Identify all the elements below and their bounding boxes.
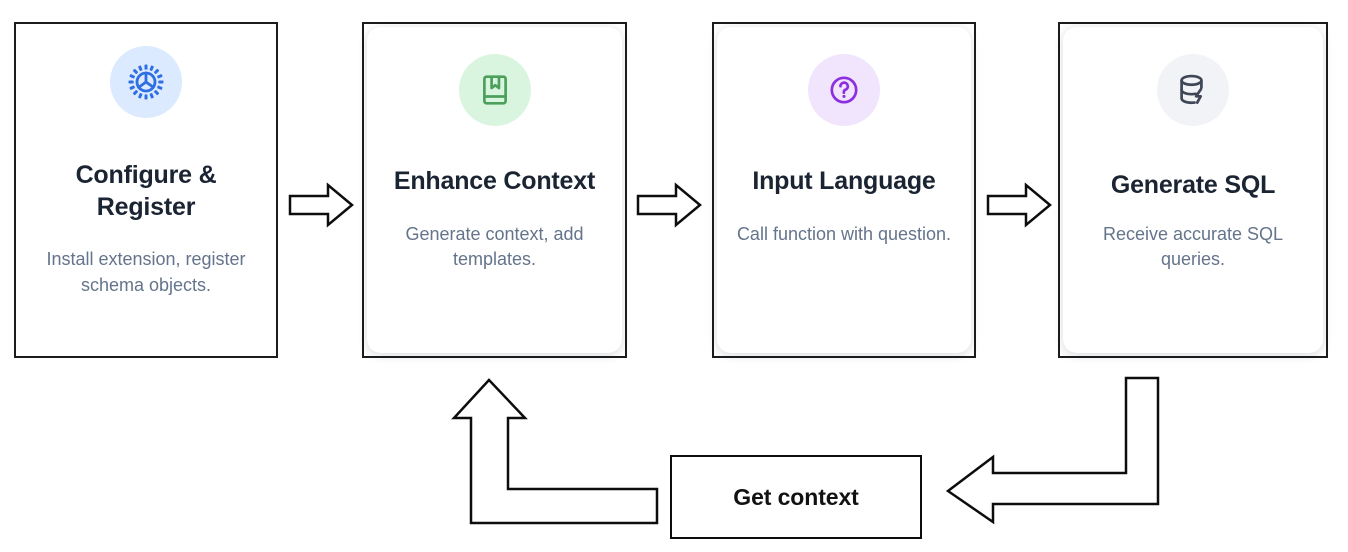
step-description-generate-sql: Receive accurate SQL queries.	[1102, 223, 1284, 270]
get-context-label: Get context	[733, 483, 859, 510]
arrow-getcontext-to-step2	[451, 378, 659, 525]
database-bolt-icon	[1180, 74, 1203, 105]
arrow-step1-step2	[288, 182, 354, 228]
gear-icon-badge	[110, 46, 182, 118]
question-circle-icon	[830, 76, 858, 104]
arrow-step4-to-getcontext	[945, 376, 1160, 525]
database-icon-badge	[1157, 54, 1229, 126]
step-title-enhance-context: Enhance Context	[393, 167, 596, 195]
get-context-box[interactable]: Get context	[670, 455, 922, 539]
step-title-configure-register: Configure & Register	[75, 161, 217, 221]
step-description-enhance-context: Generate context, add templates.	[405, 223, 584, 270]
book-bookmark-icon	[482, 75, 507, 105]
question-icon-badge	[808, 54, 880, 126]
step-card-input-language[interactable]: Input Language Call function with questi…	[712, 22, 976, 358]
arrow-step3-step4	[986, 182, 1052, 228]
step-title-input-language: Input Language	[752, 167, 936, 195]
step-description-input-language: Call function with question.	[736, 223, 952, 244]
step-title-generate-sql: Generate SQL	[1110, 171, 1276, 199]
step-description-configure-register: Install extension, register schema objec…	[46, 249, 246, 295]
step-card-generate-sql[interactable]: Generate SQL Receive accurate SQL querie…	[1058, 22, 1328, 358]
gear-icon	[128, 64, 164, 100]
arrow-step2-step3	[636, 182, 702, 228]
book-icon-badge	[458, 54, 531, 126]
step-card-configure-register[interactable]: Configure & Register Install extension, …	[14, 22, 278, 358]
step-card-enhance-context[interactable]: Enhance Context Generate context, add te…	[362, 22, 627, 358]
